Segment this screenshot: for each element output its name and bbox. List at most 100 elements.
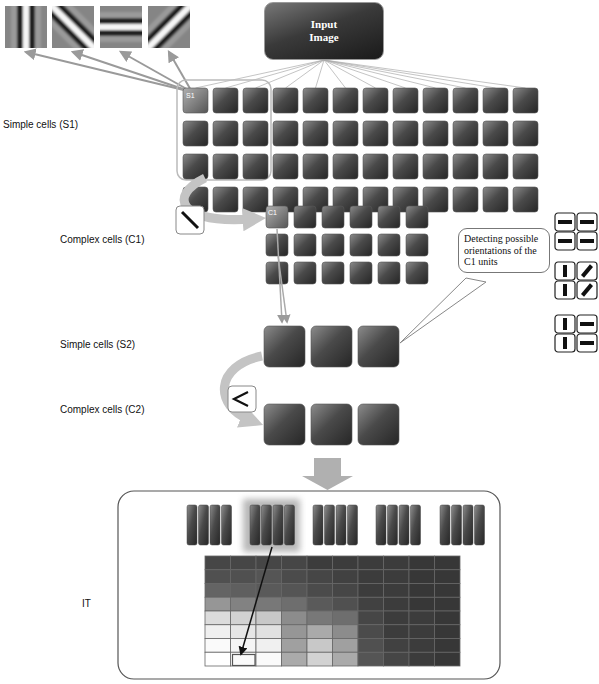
icon-bar [581,283,593,296]
it-cell [282,597,308,611]
receptive-field-outline [177,80,271,180]
it-cell [333,652,359,666]
it-cell [282,570,308,584]
it-cell [333,556,359,570]
filter-arrow [26,52,192,92]
s1-unit [393,121,418,146]
input-line [324,60,346,88]
icon-frame [555,334,575,352]
c2-feature-bar [475,505,485,545]
group-highlight [243,499,300,552]
it-cell [282,625,308,639]
it-cell [358,556,384,570]
input-box: Input Image [264,2,384,60]
s1-unit [453,154,478,179]
s1-unit [513,121,538,146]
s1-unit [243,187,268,212]
c1-unit [294,206,316,228]
it-cell [409,556,435,570]
s1-unit [273,154,298,179]
c2-feature-bar [187,505,197,545]
c2-feature-bar [388,505,398,545]
orientation-icon [577,281,597,299]
it-cell [205,625,231,639]
mapping-arrow [241,547,272,654]
icon-frame [577,232,597,250]
it-cell [256,570,282,584]
c1-unit [266,262,288,284]
it-cell [333,570,359,584]
orientation-icon [577,334,597,352]
s1-unit [423,88,448,113]
it-cell [307,584,333,598]
it-cell [435,652,461,666]
s1-unit [453,121,478,146]
it-cell [282,639,308,653]
c1-unit [322,262,344,284]
it-cell [435,625,461,639]
symbol-box [228,386,256,412]
it-cell [231,570,257,584]
it-cell [307,652,333,666]
it-panel [118,491,500,679]
it-cell [231,597,257,611]
layer-label: Simple cells (S1) [3,119,78,130]
it-cell [231,584,257,598]
s1-unit [363,88,388,113]
it-cell [231,625,257,639]
orientation-icon [555,334,575,352]
icon-bar [558,220,572,224]
c1-unit [406,262,428,284]
c2-feature-bar [285,505,295,545]
layer-label: Simple cells (S2) [60,339,135,350]
it-cell [256,611,282,625]
it-cell [435,639,461,653]
s1-unit [183,121,208,146]
icon-frame [555,232,575,250]
symbol-box [176,206,204,234]
orientation-icon [555,213,575,231]
icon-bar [558,239,572,243]
it-cell [307,639,333,653]
it-cell [409,570,435,584]
c2-feature-bar [452,505,462,545]
it-cell [384,597,410,611]
it-cell [409,584,435,598]
c1-unit [350,234,372,256]
s2-unit [311,326,352,367]
it-cell [384,556,410,570]
s1-unit [273,121,298,146]
it-cell [384,652,410,666]
it-cell [435,556,461,570]
s1-unit [333,154,358,179]
it-cell [409,625,435,639]
c2-feature-bar [325,505,335,545]
it-cell [358,625,384,639]
orientation-icon [555,262,575,280]
s1-unit [483,121,508,146]
it-cell [307,570,333,584]
orientation-icon [555,315,575,333]
it-cell [231,652,257,666]
s2-unit [358,326,399,367]
c2-unit [311,404,352,445]
s1-unit [243,88,268,113]
it-cell [231,556,257,570]
c2-feature-bar [348,505,358,545]
s1-unit [483,154,508,179]
filter-arrow [73,52,192,92]
it-cell [333,611,359,625]
icon-bar [580,341,594,345]
it-cell [205,584,231,598]
c2-feature-bar [440,505,450,545]
s1-unit [453,187,478,212]
c1-unit [350,262,372,284]
gabor-filter [5,0,47,68]
c2-feature-bar [411,505,421,545]
it-cell [282,652,308,666]
c1-unit [294,234,316,256]
it-cell [435,584,461,598]
gabor-stripe [23,6,29,48]
gabor-stripe [35,6,41,48]
c2-feature-bar [313,505,323,545]
